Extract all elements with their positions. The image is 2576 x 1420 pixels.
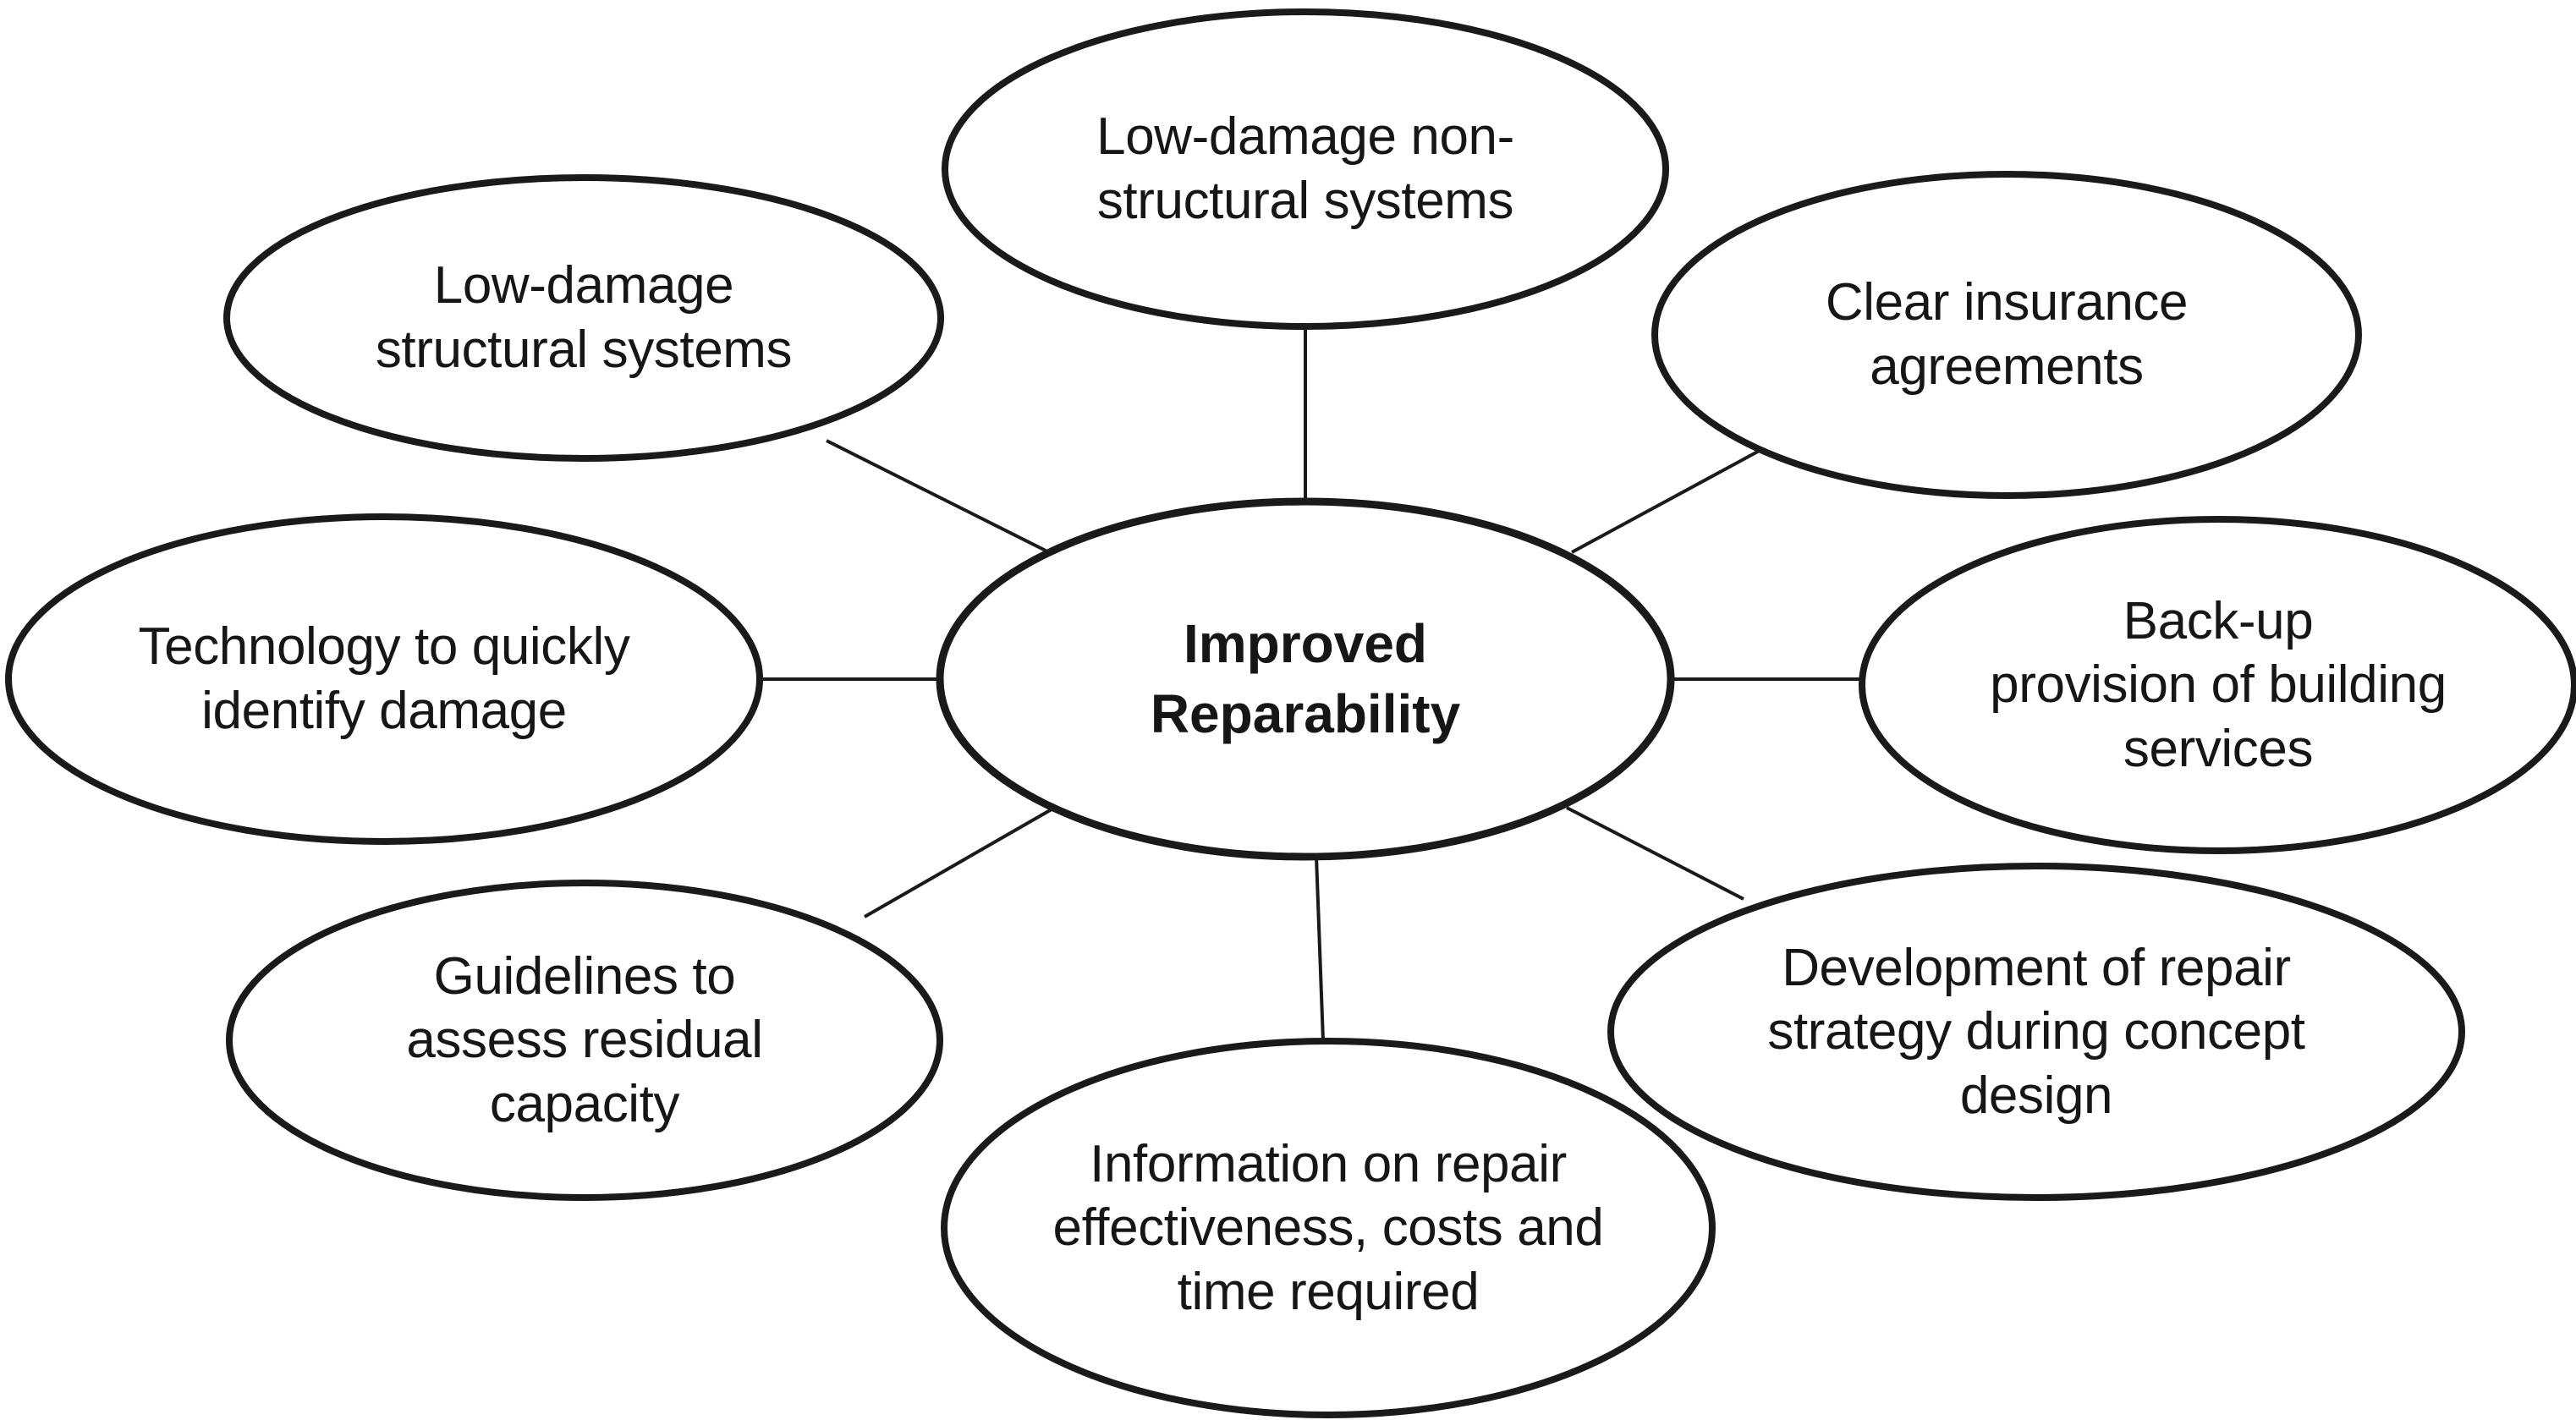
node-ellipse-clear-insurance-agreements[interactable]: [1651, 171, 2362, 499]
node-ellipse-technology-to-quickly-identify-damage[interactable]: [5, 513, 763, 845]
nodes-group: [5, 8, 2576, 1418]
node-ellipse-back-up-provision-of-building-services[interactable]: [1859, 516, 2576, 854]
edge-center-to-information-on-repair-effectiveness: [1315, 856, 1325, 1042]
node-ellipse-information-on-repair-effectiveness-costs-and-time-required[interactable]: [941, 1038, 1716, 1418]
edge-center-to-low-damage-structural-systems: [826, 439, 1046, 552]
edge-center-to-guidelines-to-assess-residual-capacity: [864, 808, 1052, 918]
node-ellipse-guidelines-to-assess-residual-capacity[interactable]: [226, 880, 943, 1201]
node-ellipse-improved-reparability[interactable]: [936, 497, 1675, 861]
node-ellipse-low-damage-non-structural-systems[interactable]: [942, 8, 1669, 330]
node-ellipse-development-of-repair-strategy-during-concept-design[interactable]: [1607, 863, 2465, 1201]
edges-group: [760, 326, 1863, 1042]
node-ellipse-low-damage-structural-systems[interactable]: [223, 174, 944, 462]
edge-center-to-development-of-repair-strategy: [1566, 806, 1744, 901]
edge-center-to-clear-insurance-agreements: [1571, 447, 1765, 554]
